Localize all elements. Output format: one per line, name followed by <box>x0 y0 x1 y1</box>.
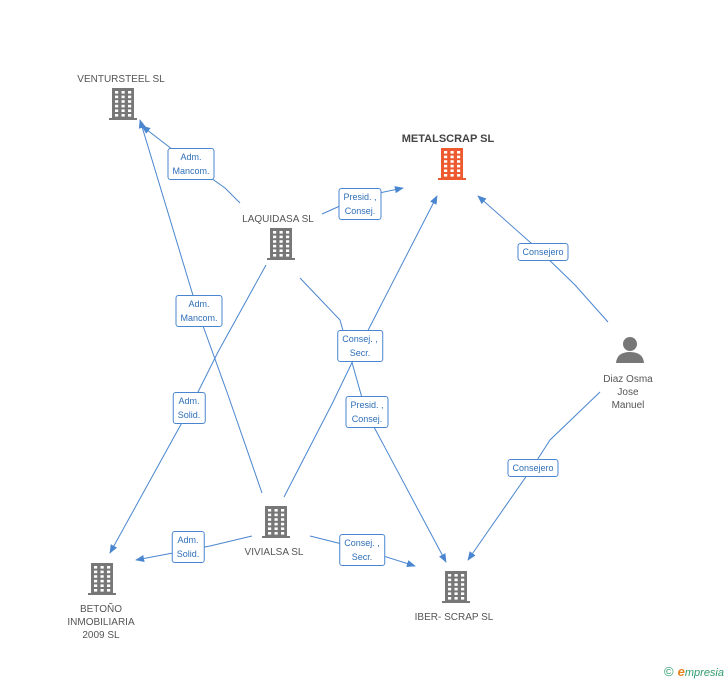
node-label-line: 2009 SL <box>82 630 120 641</box>
node-label-line: VENTURSTEEL SL <box>77 74 165 85</box>
edge-label-line: Solid. <box>176 549 200 559</box>
node-label-line: LAQUIDASA SL <box>242 214 314 225</box>
building-icon-iberscrap[interactable] <box>442 571 470 603</box>
edge-label-line: Secr. <box>351 552 373 562</box>
copyright-symbol: © <box>664 664 674 679</box>
brand-initial: e <box>677 664 685 679</box>
building-icon-vivialsa[interactable] <box>262 506 290 538</box>
edge-label-line: Consej. <box>351 414 383 424</box>
edge-diaz-to-metalscrap <box>477 195 609 323</box>
edge-label-line: Secr. <box>349 348 371 358</box>
edge-label-vivialsa-to-metalscrap[interactable]: Consej. , Secr. <box>337 330 383 362</box>
node-label-ventursteel[interactable]: VENTURSTEEL SL <box>77 73 164 86</box>
edge-vivialsa-to-ventursteel <box>138 119 263 494</box>
edge-label-line: Adm. <box>188 299 210 309</box>
building-icon-betono[interactable] <box>88 563 116 595</box>
node-label-line: INMOBILIARIA <box>67 617 135 628</box>
person-icon-diaz[interactable] <box>616 337 644 363</box>
edge-label-vivialsa-to-ventursteel[interactable]: Adm. Mancom. <box>175 295 223 327</box>
edge-label-line: Consej. <box>344 206 376 216</box>
edge-label-laquidasa-to-metalscrap[interactable]: Presid. , Consej. <box>338 188 382 220</box>
edge-vivialsa-to-metalscrap <box>283 195 438 498</box>
edge-label-vivialsa-to-iberscrap[interactable]: Consej. , Secr. <box>339 534 385 566</box>
node-label-line: Jose <box>617 387 639 398</box>
node-label-line: Diaz Osma <box>603 374 653 385</box>
node-label-laquidasa[interactable]: LAQUIDASA SL <box>242 213 314 226</box>
edge-label-line: Presid. , <box>343 192 377 202</box>
edge-label-laquidasa-to-ventursteel[interactable]: Adm. Mancom. <box>167 148 215 180</box>
edge-label-line: Mancom. <box>180 313 218 323</box>
node-label-vivialsa[interactable]: VIVIALSA SL <box>245 546 304 559</box>
edge-diaz-to-iberscrap <box>467 391 601 561</box>
edge-label-line: Adm. <box>177 535 199 545</box>
edge-label-line: Adm. <box>180 152 202 162</box>
edge-label-line: Mancom. <box>172 166 210 176</box>
node-label-metalscrap[interactable]: METALSCRAP SL <box>402 133 495 146</box>
node-label-line: IBER- SCRAP SL <box>414 612 494 623</box>
edge-label-line: Consejero <box>512 463 554 473</box>
edge-laquidasa-to-iberscrap <box>299 277 447 563</box>
edge-label-diaz-to-iberscrap[interactable]: Consejero <box>507 459 559 477</box>
edge-vivialsa-to-betono <box>135 535 253 563</box>
edge-label-laquidasa-to-betono[interactable]: Adm. Solid. <box>172 392 206 424</box>
node-label-line: VIVIALSA SL <box>244 547 304 558</box>
edge-label-diaz-to-metalscrap[interactable]: Consejero <box>517 243 569 261</box>
building-icon-laquidasa[interactable] <box>267 228 295 260</box>
edge-label-line: Presid. , <box>350 400 384 410</box>
node-label-betono[interactable]: BETOÑO INMOBILIARIA 2009 SL <box>67 603 134 642</box>
edge-label-laquidasa-to-iberscrap[interactable]: Presid. , Consej. <box>345 396 389 428</box>
node-label-line: Manuel <box>611 400 645 411</box>
edge-label-vivialsa-to-betono[interactable]: Adm. Solid. <box>171 531 205 563</box>
edge-laquidasa-to-betono <box>109 264 267 554</box>
edge-label-line: Solid. <box>177 410 201 420</box>
brand-name: mpresia <box>684 667 724 679</box>
building-icon-metalscrap[interactable] <box>438 148 466 180</box>
node-label-line: BETOÑO <box>79 604 123 615</box>
edge-label-line: Consejero <box>522 247 564 257</box>
node-label-line: METALSCRAP SL <box>401 133 495 145</box>
empresia-logo[interactable]: ©empresia <box>664 664 724 679</box>
edge-label-line: Consej. , <box>344 538 380 548</box>
node-label-iberscrap[interactable]: IBER- SCRAP SL <box>415 611 494 624</box>
edge-label-line: Consej. , <box>342 334 378 344</box>
edge-label-line: Adm. <box>178 396 200 406</box>
building-icon-ventursteel[interactable] <box>109 88 137 120</box>
